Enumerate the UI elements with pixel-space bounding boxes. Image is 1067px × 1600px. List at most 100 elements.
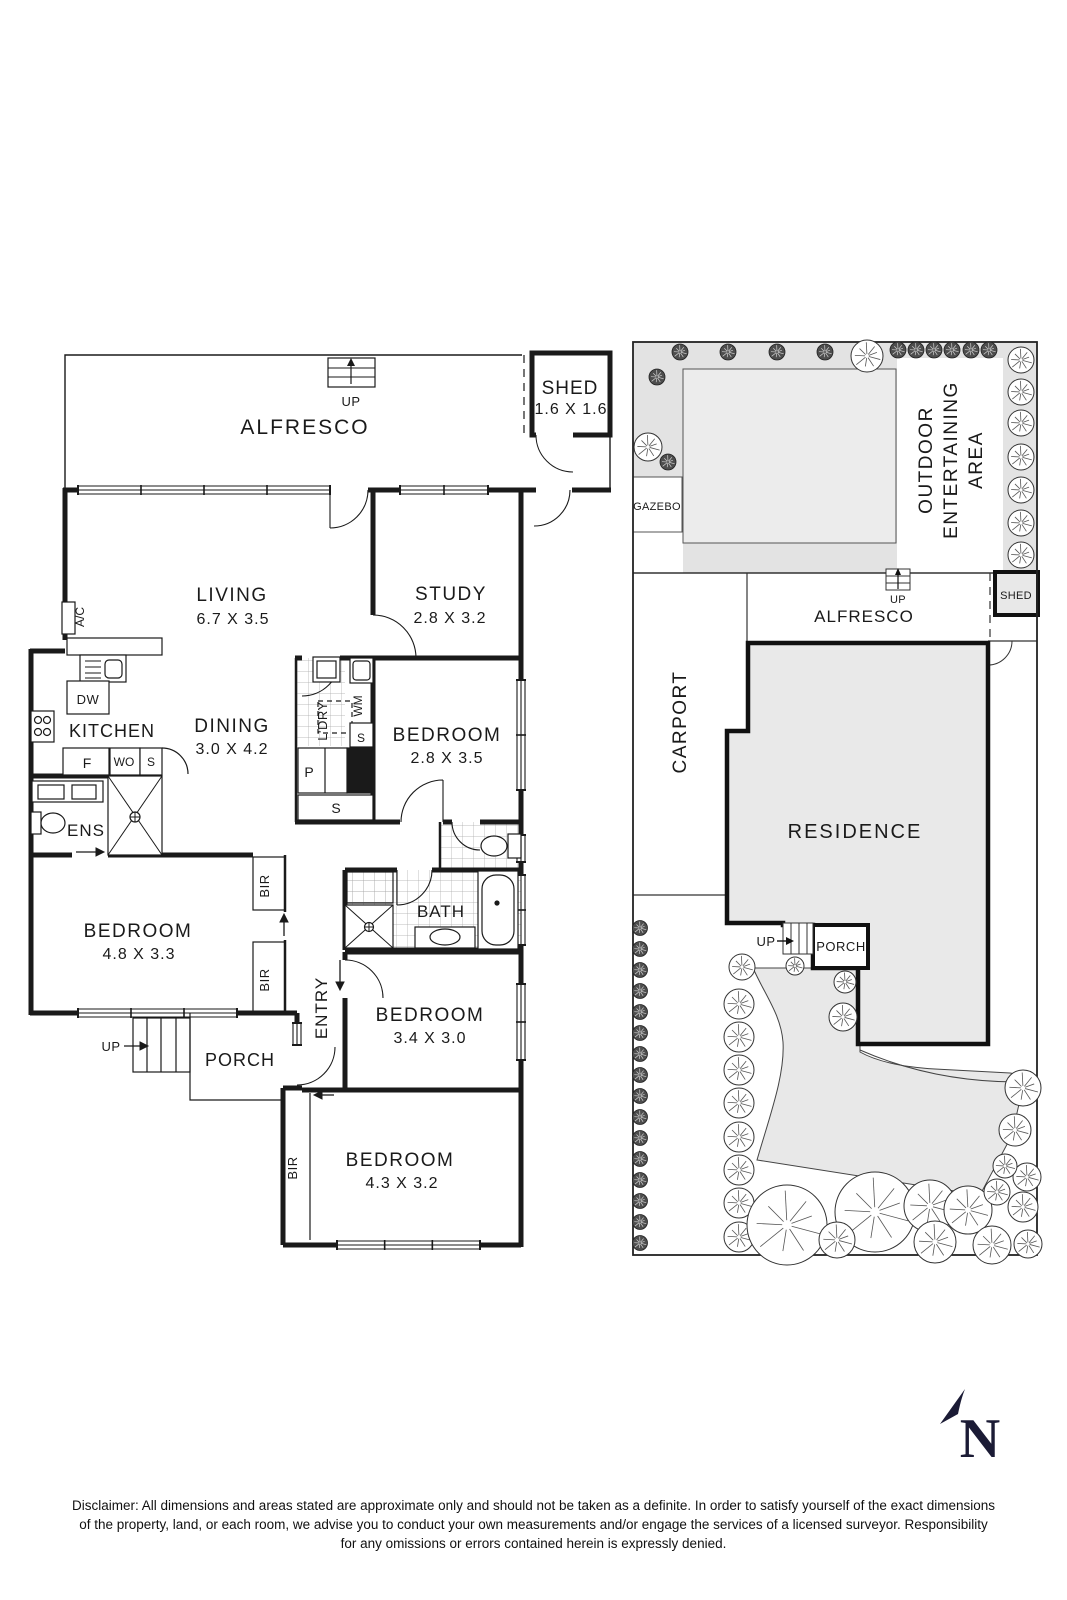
room-dims-bedroom3: 3.4 X 3.0 <box>393 1030 466 1047</box>
lawn-area <box>682 368 897 544</box>
gazebo-approach <box>633 532 683 573</box>
site-plan: GAZEBO OUTDOOR ENTERTAINING AREA UP ALFR… <box>632 339 1043 1266</box>
patio-sweep-arc <box>859 1049 1025 1083</box>
ac-unit-icon <box>61 601 76 635</box>
room-label-study: STUDY <box>415 584 487 605</box>
label-bir3: BIR <box>285 1156 300 1179</box>
shed-door-arc <box>535 434 574 473</box>
room-dims-bedroom1: 4.8 X 3.3 <box>102 946 175 963</box>
walls-thick <box>28 487 611 1248</box>
kitchen-shelf <box>139 747 163 776</box>
side-gate-arc <box>987 640 1013 666</box>
site-alfresco-label: ALFRESCO <box>814 607 914 626</box>
laundry-fixtures <box>297 656 374 821</box>
site-porch-up-label: UP <box>756 934 775 949</box>
ensuite-fixtures <box>30 775 163 856</box>
site-porch-label: PORCH <box>816 939 865 954</box>
site-residence-label: RESIDENCE <box>788 821 923 843</box>
disclaimer: Disclaimer: All dimensions and areas sta… <box>0 1496 1067 1553</box>
site-porch-steps <box>790 923 808 954</box>
bath-basin <box>429 928 461 946</box>
north-label: N <box>960 1408 1000 1470</box>
svg-text:ENTERTAINING: ENTERTAINING <box>941 381 962 539</box>
north-arrow-icon: N <box>940 1389 1000 1470</box>
circulation-arrows <box>76 847 345 1100</box>
fridge-space <box>62 747 110 776</box>
room-label-alfresco: ALFRESCO <box>240 416 369 439</box>
alfresco-stairs <box>327 357 376 388</box>
cooktop-icon <box>30 710 55 743</box>
label-ldry: L'DRY <box>315 701 330 740</box>
label-alfresco-up: UP <box>341 394 360 409</box>
room-label-entry: ENTRY <box>312 977 331 1039</box>
sink-bowl <box>104 659 123 679</box>
room-dims-dining: 3.0 X 4.2 <box>195 741 268 758</box>
site-outdoor-area-label: OUTDOOR ENTERTAINING AREA <box>916 381 987 539</box>
storage-stairs <box>132 856 311 1240</box>
room-dims-shed: 1.6 X 1.6 <box>534 401 607 418</box>
bath-fixtures <box>344 833 522 950</box>
svg-text:AREA: AREA <box>966 431 987 489</box>
site-carport-label: CARPORT <box>670 670 691 773</box>
label-ac: A/C <box>73 607 87 627</box>
site-gazebo-label: GAZEBO <box>633 501 681 513</box>
label-fridge: F <box>83 755 92 771</box>
outdoor-entertaining-area <box>897 358 1003 573</box>
bench-over-dashed <box>317 700 353 734</box>
wc-toilet-icon <box>480 835 508 857</box>
bir-2 <box>252 941 286 1014</box>
label-laundry-s2: S <box>331 800 340 816</box>
site-porch <box>811 923 870 970</box>
room-label-living: LIVING <box>196 585 267 606</box>
disclaimer-line3: for any omissions or errors contained he… <box>340 1536 727 1551</box>
walls-medium <box>283 658 442 1013</box>
room-dims-bedroom2: 2.8 X 3.5 <box>410 750 483 767</box>
site-alfresco-up-label: UP <box>890 594 906 606</box>
room-label-kitchen: KITCHEN <box>69 721 155 741</box>
room-label-ens: ENS <box>67 821 105 840</box>
label-wall-oven: WO <box>114 755 135 769</box>
linen-press <box>346 871 394 904</box>
kitchen-fixtures <box>30 601 189 776</box>
disclaimer-line2: of the property, land, or each room, we … <box>79 1517 988 1532</box>
label-bir2: BIR <box>257 968 272 991</box>
label-bir1: BIR <box>257 874 272 897</box>
label-dw: DW <box>77 692 100 707</box>
room-label-shed: SHED <box>542 378 599 399</box>
alfresco-stair-arrowhead <box>347 358 355 366</box>
laundry-shelf <box>349 722 374 748</box>
floor-plan: UP ALFRESCO SHED 1.6 X 1.6 LIVING 6.7 X … <box>28 350 613 1250</box>
room-label-porch: PORCH <box>205 1050 275 1070</box>
label-wm: WM <box>351 695 365 716</box>
store-shelf <box>297 794 374 821</box>
shed-walls <box>529 350 613 438</box>
label-porch-up: UP <box>101 1039 120 1054</box>
room-dims-bedroom4: 4.3 X 3.2 <box>365 1175 438 1192</box>
site-shed-label: SHED <box>1000 590 1032 602</box>
kitchen-bench <box>66 637 163 656</box>
disclaimer-line1: Disclaimer: All dimensions and areas sta… <box>71 1498 995 1513</box>
site-alfresco-stair-arrowhead <box>895 568 901 575</box>
room-label-bedroom1: BEDROOM <box>84 921 193 942</box>
room-label-bath: BATH <box>417 902 465 921</box>
site-shed <box>993 570 1040 617</box>
room-label-bedroom2: BEDROOM <box>393 725 502 746</box>
porch-outline <box>189 1013 283 1101</box>
dishwasher <box>66 680 110 715</box>
room-label-bedroom4: BEDROOM <box>346 1150 455 1171</box>
gazebo <box>632 476 683 533</box>
ens-toilet-cistern <box>30 811 42 835</box>
chimney-solid <box>346 747 374 794</box>
ens-toilet-icon <box>40 812 66 834</box>
site-up-arrowhead <box>786 937 794 945</box>
pantry-arc <box>161 747 189 775</box>
label-kitchen-s: S <box>147 755 155 769</box>
svg-text:OUTDOOR: OUTDOOR <box>916 406 937 514</box>
wc-cistern <box>507 833 522 859</box>
tree-icons <box>632 339 1043 1266</box>
room-label-bedroom3: BEDROOM <box>376 1005 485 1026</box>
alfresco-outline <box>64 354 522 490</box>
room-label-dining: DINING <box>194 716 270 737</box>
